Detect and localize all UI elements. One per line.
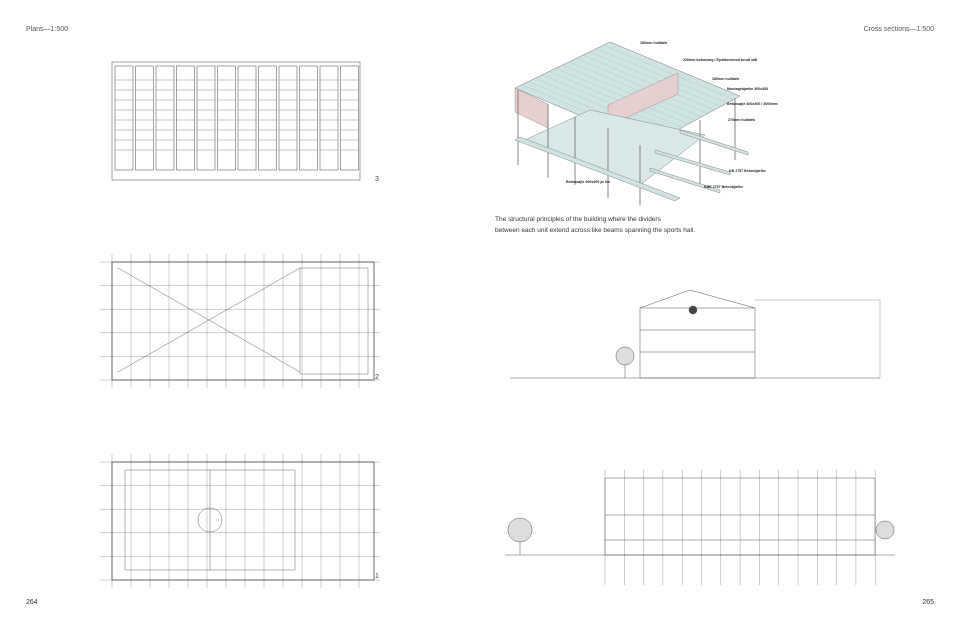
page-number: 265 <box>922 599 934 606</box>
page-header: Cross sections—1:500 <box>863 26 934 33</box>
caption-line: between each unit extend across like bea… <box>495 227 696 234</box>
floor-plan-3 <box>100 61 380 588</box>
page-header: Plans—1:500 <box>26 26 69 33</box>
right-page: Cross sections—1:500 265 <box>480 0 960 637</box>
diagram-caption: The structural principles of the buildin… <box>495 214 735 236</box>
plan-index-1: 1 <box>375 573 379 580</box>
page-number: 264 <box>26 599 38 606</box>
left-page: Plans—1:500 264 3 2 1 <box>26 26 380 606</box>
caption-line: The structural principles of the buildin… <box>495 216 661 223</box>
plan-index-3: 3 <box>375 176 379 183</box>
plan-index-2: 2 <box>375 374 379 381</box>
